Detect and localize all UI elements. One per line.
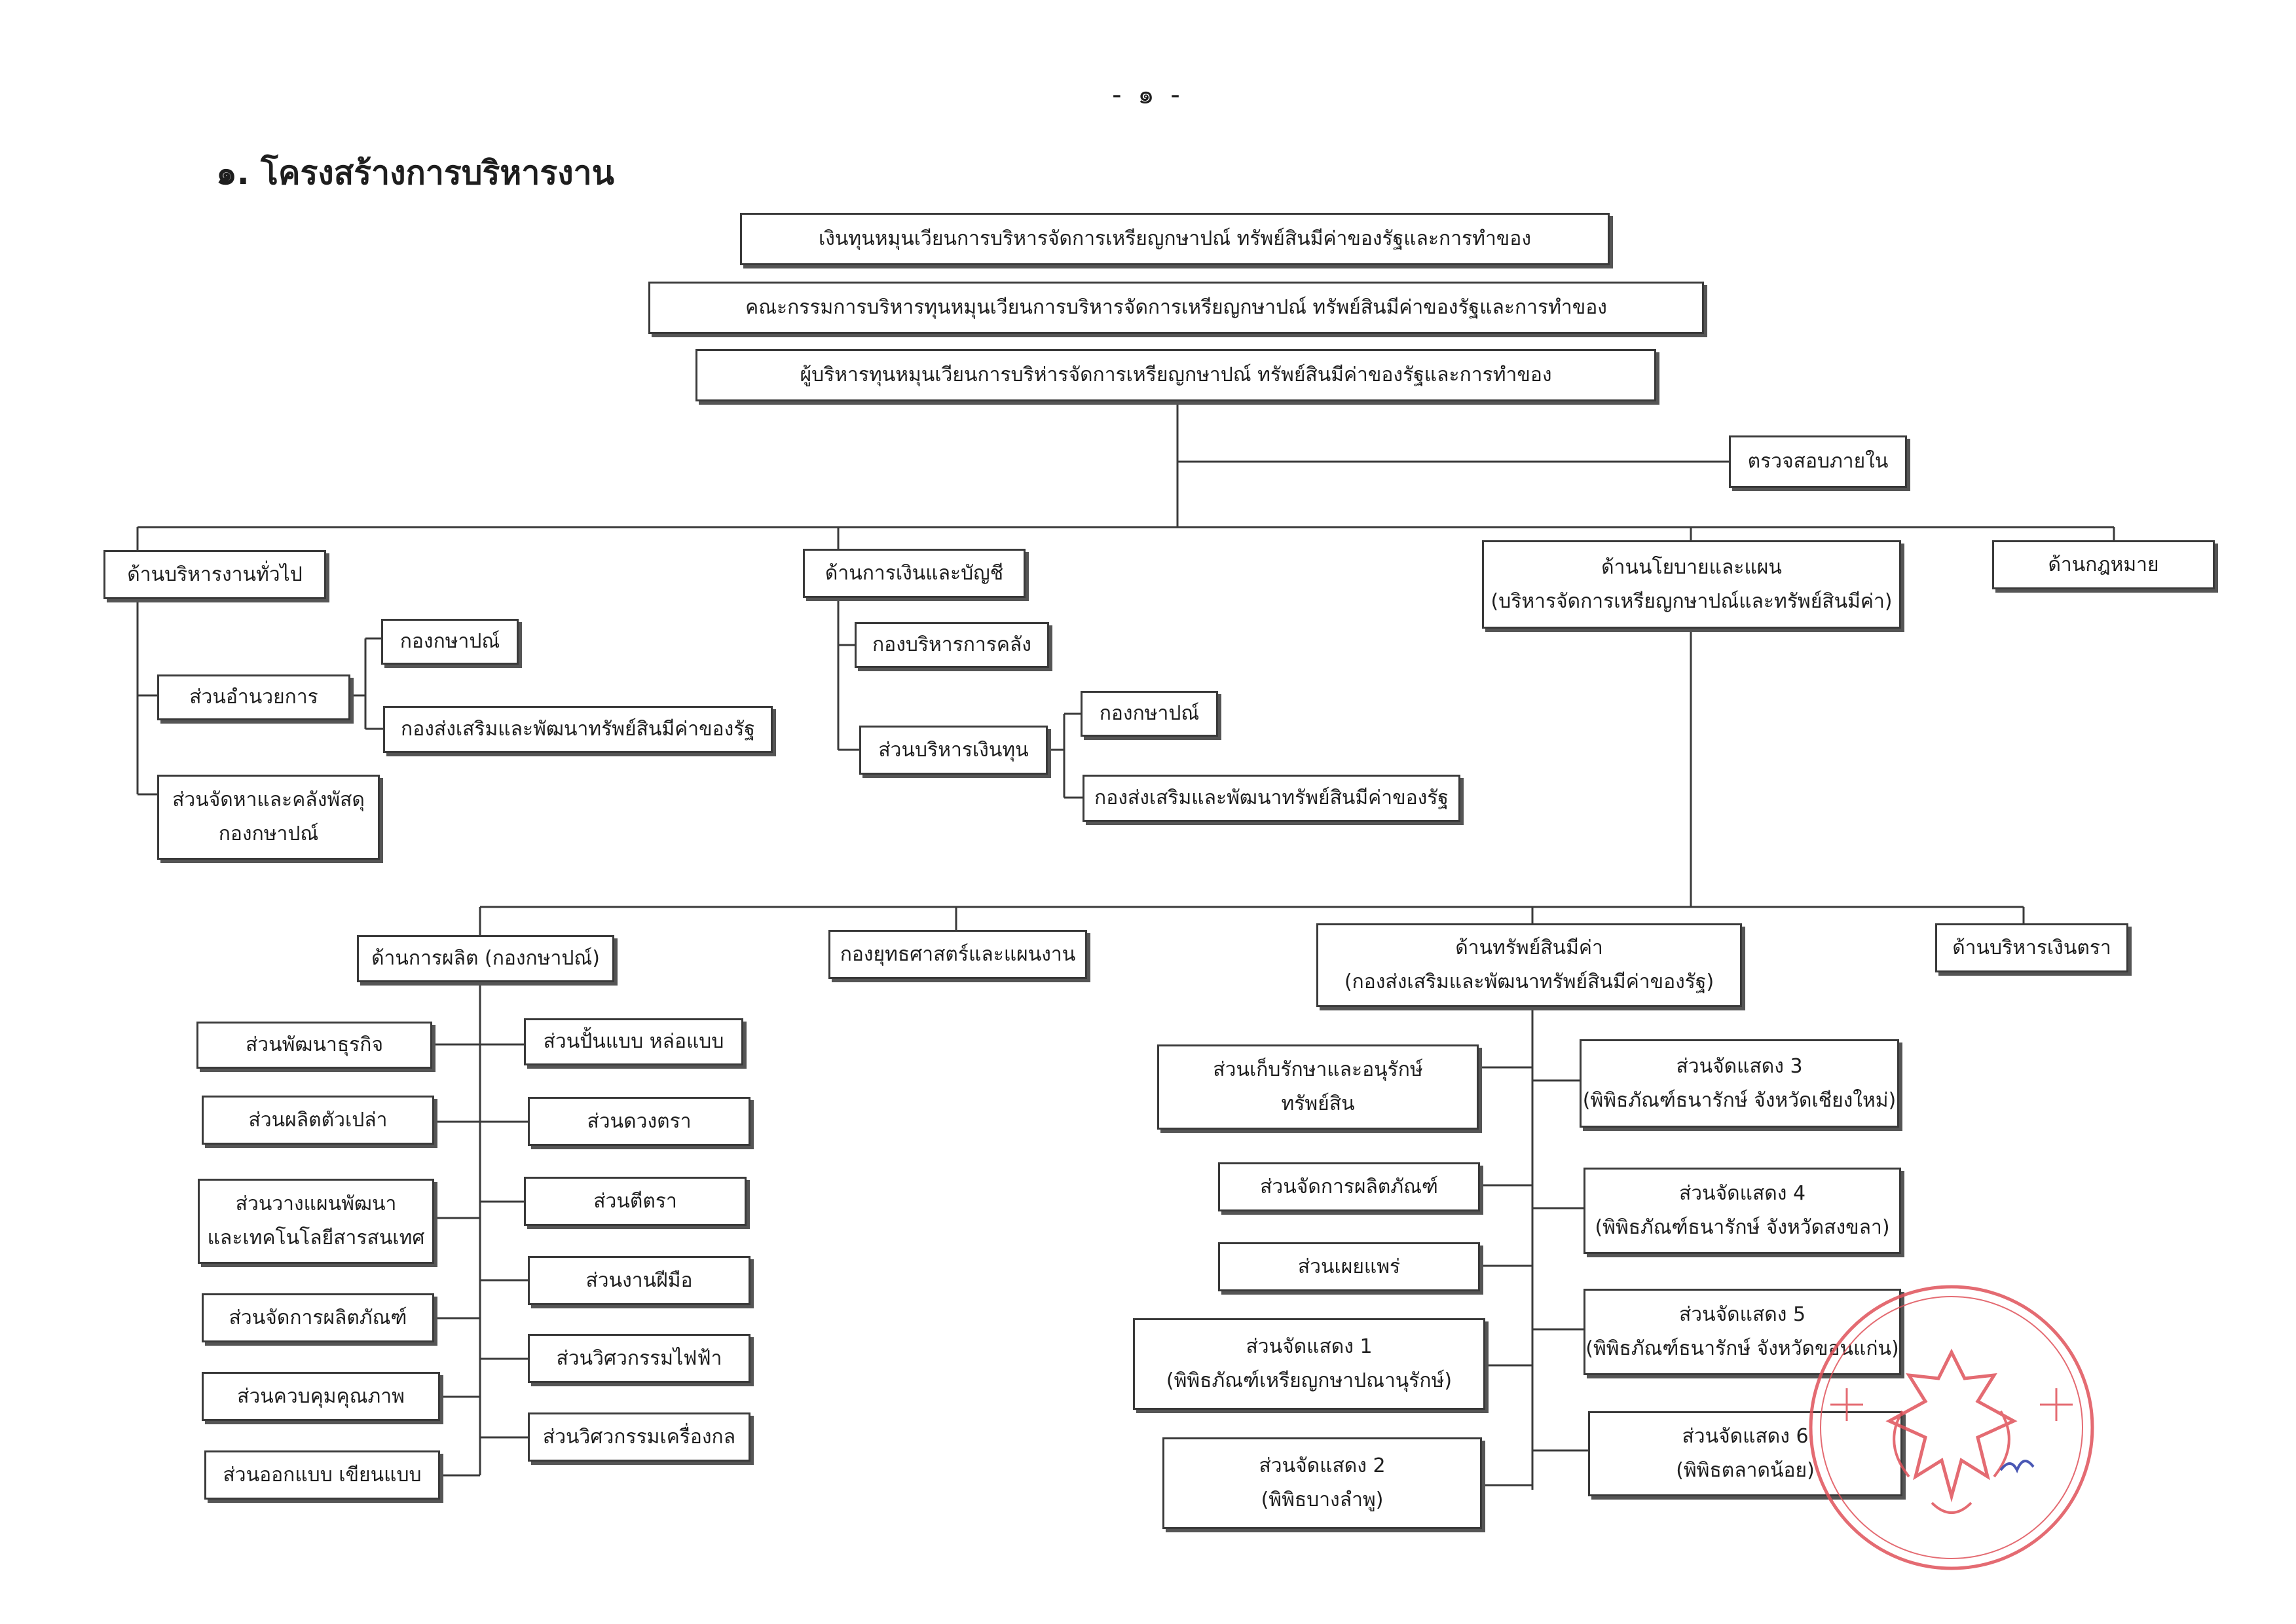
exhibit-2-label: ส่วนจัดแสดง 2: [1259, 1454, 1386, 1477]
exhibit-4-label: ส่วนจัดแสดง 4: [1678, 1182, 1806, 1205]
exhibit-1-label: ส่วนจัดแสดง 1: [1246, 1335, 1373, 1358]
procurement-label: ส่วนจัดหาและคลังพัสดุ: [172, 788, 365, 811]
finance-assets-division-label: กองส่งเสริมและพัฒนาทรัพย์สินมีค่าของรัฐ: [1094, 786, 1449, 809]
product-management-box: ส่วนจัดการผลิตภัณฑ์: [202, 1293, 434, 1342]
business-dev-box: ส่วนพัฒนาธุรกิจ: [196, 1022, 432, 1069]
design-drafting-label: ส่วนออกแบบ เขียนแบบ: [223, 1463, 422, 1486]
product-management-label: ส่วนจัดการผลิตภัณฑ์: [229, 1306, 407, 1329]
capital-management-box: ส่วนบริหารเงินทุน: [859, 726, 1048, 775]
handicraft-label: ส่วนงานฝีมือ: [585, 1268, 693, 1292]
page-title: ๑. โครงสร้างการบริหารงาน: [216, 154, 614, 192]
policy-planning-sublabel: (บริหารจัดการเหรียญกษาปณ์และทรัพย์สินมีค…: [1491, 589, 1893, 613]
design-drafting-box: ส่วนออกแบบ เขียนแบบ: [204, 1450, 440, 1500]
exhibit-6-box: ส่วนจัดแสดง 6 (พิพิธตลาดน้อย): [1588, 1411, 1902, 1496]
exhibit-5-label: ส่วนจัดแสดง 5: [1678, 1303, 1806, 1326]
general-admin-label: ด้านบริหารงานทั่วไป: [127, 563, 303, 586]
internal-audit-box: ตรวจสอบภายใน: [1729, 435, 1907, 488]
stamping-label: ส่วนตีตรา: [593, 1189, 677, 1213]
molding-casting-label: ส่วนปั้นแบบ หล่อแบบ: [543, 1030, 724, 1053]
publication-label: ส่วนเผยแพร่: [1297, 1255, 1401, 1278]
legal-label: ด้านกฎหมาย: [2048, 553, 2159, 576]
exhibit-3-box: ส่วนจัดแสดง 3 (พิพิธภัณฑ์ธนารักษ์ จังหวั…: [1580, 1039, 1899, 1128]
treasury-box: กองบริหารการคลัง: [855, 622, 1049, 668]
committee-label: คณะกรรมการบริหารทุนหมุนเวียนการบริหารจัด…: [745, 296, 1607, 319]
conservation-label: ส่วนเก็บรักษาและอนุรักษ์: [1213, 1058, 1423, 1081]
die-box: ส่วนดวงตรา: [528, 1097, 750, 1146]
fund-box: เงินทุนหมุนเวียนการบริหารจัดการเหรียญกษา…: [740, 213, 1610, 265]
general-assets-division-label: กองส่งเสริมและพัฒนาทรัพย์สินมีค่าของรัฐ: [401, 718, 755, 741]
strategy-label: กองยุทธศาสตร์และแผนงาน: [840, 942, 1076, 966]
policy-planning-label: ด้านนโยบายและแผน: [1601, 555, 1782, 579]
legal-box: ด้านกฎหมาย: [1992, 540, 2215, 589]
production-box: ด้านการผลิต (กองกษาปณ์): [357, 935, 614, 982]
internal-audit-label: ตรวจสอบภายใน: [1747, 450, 1889, 473]
stamping-box: ส่วนตีตรา: [524, 1177, 747, 1226]
blank-production-label: ส่วนผลิตตัวเปล่า: [248, 1108, 388, 1132]
general-assets-division-box: กองส่งเสริมและพัฒนาทรัพย์สินมีค่าของรัฐ: [383, 706, 773, 753]
mechanical-eng-box: ส่วนวิศวกรรมเครื่องกล: [528, 1412, 750, 1462]
exhibit-3-label: ส่วนจัดแสดง 3: [1676, 1054, 1803, 1078]
exhibit-4-box: ส่วนจัดแสดง 4 (พิพิธภัณฑ์ธนารักษ์ จังหวั…: [1583, 1168, 1901, 1254]
procurement-box: ส่วนจัดหาและคลังพัสดุ กองกษาปณ์: [157, 775, 380, 860]
finance-assets-division-box: กองส่งเสริมและพัฒนาทรัพย์สินมีค่าของรัฐ: [1083, 775, 1460, 822]
director-office-box: ส่วนอำนวยการ: [157, 674, 350, 720]
finance-accounting-box: ด้านการเงินและบัญชี: [803, 549, 1026, 598]
fund-label: เงินทุนหมุนเวียนการบริหารจัดการเหรียญกษา…: [819, 227, 1531, 250]
committee-box: คณะกรรมการบริหารทุนหมุนเวียนการบริหารจัด…: [648, 282, 1704, 334]
die-label: ส่วนดวงตรา: [587, 1109, 692, 1133]
electrical-eng-box: ส่วนวิศวกรรมไฟฟ้า: [528, 1334, 750, 1383]
handicraft-box: ส่วนงานฝีมือ: [528, 1256, 750, 1305]
valuables-sublabel: (กองส่งเสริมและพัฒนาทรัพย์สินมีค่าของรัฐ…: [1344, 970, 1714, 993]
electrical-eng-label: ส่วนวิศวกรรมไฟฟ้า: [556, 1346, 722, 1370]
molding-casting-box: ส่วนปั้นแบบ หล่อแบบ: [524, 1018, 743, 1065]
exhibit-1-sublabel: (พิพิธภัณฑ์เหรียญกษาปณานุรักษ์): [1166, 1369, 1453, 1392]
general-mint-box: กองกษาปณ์: [381, 619, 519, 665]
exhibit-3-sublabel: (พิพิธภัณฑ์ธนารักษ์ จังหวัดเชียงใหม่): [1582, 1088, 1897, 1112]
it-planning-box: ส่วนวางแผนพัฒนา และเทคโนโลยีสารสนเทศ: [198, 1179, 434, 1264]
quality-control-label: ส่วนควบคุมคุณภาพ: [237, 1384, 405, 1408]
valuables-product-label: ส่วนจัดการผลิตภัณฑ์: [1260, 1175, 1438, 1198]
conservation-box: ส่วนเก็บรักษาและอนุรักษ์ ทรัพย์สิน: [1157, 1044, 1479, 1130]
quality-control-box: ส่วนควบคุมคุณภาพ: [202, 1372, 440, 1421]
valuables-product-box: ส่วนจัดการผลิตภัณฑ์: [1218, 1162, 1480, 1211]
capital-management-label: ส่วนบริหารเงินทุน: [878, 738, 1029, 762]
valuables-box: ด้านทรัพย์สินมีค่า (กองส่งเสริมและพัฒนาท…: [1316, 923, 1742, 1007]
it-planning-sublabel: และเทคโนโลยีสารสนเทศ: [207, 1227, 425, 1249]
procurement-sublabel: กองกษาปณ์: [218, 822, 319, 845]
exhibit-1-box: ส่วนจัดแสดง 1 (พิพิธภัณฑ์เหรียญกษาปณานุร…: [1133, 1318, 1485, 1410]
conservation-sublabel: ทรัพย์สิน: [1281, 1092, 1355, 1115]
finance-accounting-label: ด้านการเงินและบัญชี: [824, 561, 1004, 585]
valuables-label: ด้านทรัพย์สินมีค่า: [1455, 936, 1603, 959]
exhibit-6-sublabel: (พิพิธตลาดน้อย): [1676, 1459, 1815, 1482]
currency-box: ด้านบริหารเงินตรา: [1935, 923, 2128, 972]
production-label: ด้านการผลิต (กองกษาปณ์): [371, 947, 600, 970]
executive-label: ผู้บริหารทุนหมุนเวียนการบริห่ารจัดการเหร…: [800, 363, 1552, 386]
publication-box: ส่วนเผยแพร่: [1218, 1242, 1480, 1291]
it-planning-label: ส่วนวางแผนพัฒนา: [235, 1192, 397, 1215]
general-admin-box: ด้านบริหารงานทั่วไป: [103, 550, 326, 599]
finance-mint-label: กองกษาปณ์: [1099, 702, 1200, 725]
mechanical-eng-label: ส่วนวิศวกรรมเครื่องกล: [542, 1425, 736, 1449]
strategy-box: กองยุทธศาสตร์และแผนงาน: [828, 930, 1087, 979]
finance-mint-box: กองกษาปณ์: [1081, 691, 1218, 737]
exhibit-6-label: ส่วนจัดแสดง 6: [1682, 1425, 1809, 1448]
blank-production-box: ส่วนผลิตตัวเปล่า: [202, 1096, 434, 1145]
general-mint-label: กองกษาปณ์: [399, 630, 500, 653]
exhibit-2-box: ส่วนจัดแสดง 2 (พิพิธบางลำพู): [1162, 1437, 1482, 1529]
exhibit-2-sublabel: (พิพิธบางลำพู): [1261, 1488, 1384, 1511]
official-seal-stamp: [1809, 1285, 2094, 1570]
director-office-label: ส่วนอำนวยการ: [189, 686, 318, 709]
treasury-label: กองบริหารการคลัง: [872, 633, 1031, 656]
exhibit-4-sublabel: (พิพิธภัณฑ์ธนารักษ์ จังหวัดสงขลา): [1595, 1216, 1890, 1239]
business-dev-label: ส่วนพัฒนาธุรกิจ: [245, 1033, 384, 1056]
policy-planning-box: ด้านนโยบายและแผน (บริหารจัดการเหรียญกษาป…: [1482, 540, 1901, 629]
executive-box: ผู้บริหารทุนหมุนเวียนการบริห่ารจัดการเหร…: [695, 349, 1656, 401]
page-number: - ๑ -: [1112, 80, 1184, 110]
seal-graphic: [1809, 1285, 2094, 1570]
currency-label: ด้านบริหารเงินตรา: [1952, 936, 2111, 959]
